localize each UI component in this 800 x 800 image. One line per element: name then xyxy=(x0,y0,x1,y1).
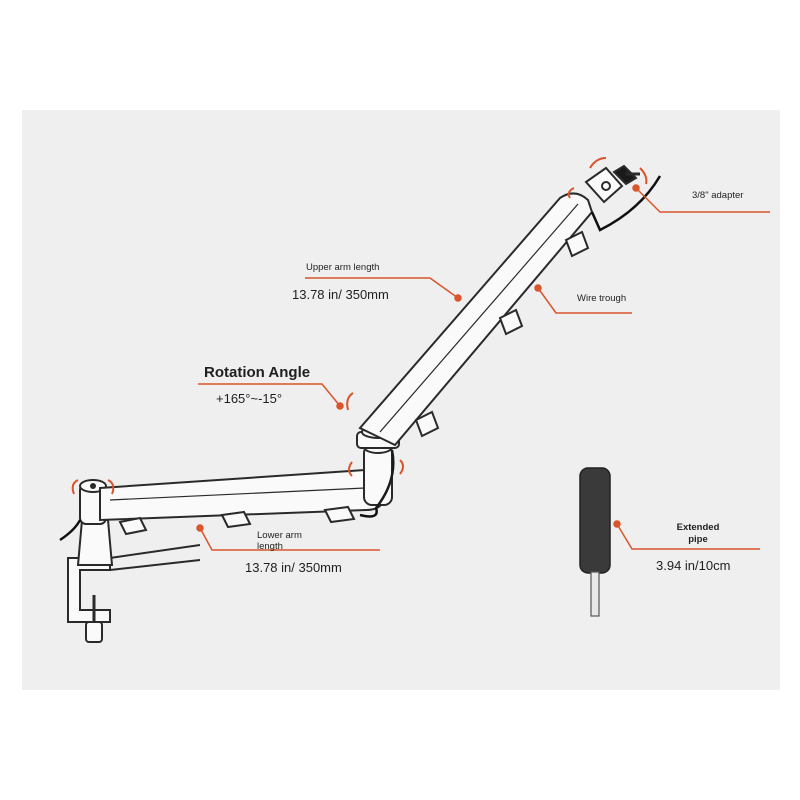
leader-dot-icon xyxy=(196,524,204,532)
extended-pipe-title-line2: pipe xyxy=(688,534,708,545)
extended-pipe xyxy=(579,467,611,617)
desk-clamp xyxy=(67,544,201,643)
leader-dot-icon xyxy=(613,520,621,528)
adapter-head xyxy=(584,164,640,204)
lower-arm-title-line1: Lower arm xyxy=(257,530,302,541)
wire-trough-label: Wire trough xyxy=(577,293,627,304)
rotation-arrow-icon xyxy=(71,479,79,495)
rotation-angle-value: +165°~-15° xyxy=(216,391,283,406)
adapter-label: 3/8" adapter xyxy=(692,190,744,201)
cable xyxy=(59,175,662,542)
leader-dot-icon xyxy=(534,284,542,292)
rotation-arrows xyxy=(71,157,648,495)
lower-arm xyxy=(99,468,386,536)
rotation-arrow-icon xyxy=(589,157,607,169)
leader-dot-icon xyxy=(336,402,344,410)
extended-pipe-value: 3.94 in/10cm xyxy=(656,558,731,573)
rotation-arrow-icon xyxy=(567,187,575,199)
lower-arm-value: 13.78 in/ 350mm xyxy=(245,560,342,575)
rotation-arrow-icon xyxy=(639,167,648,185)
rotation-arrow-icon xyxy=(399,459,404,475)
upper-arm-value: 13.78 in/ 350mm xyxy=(292,287,389,302)
leader-dot-icon xyxy=(454,294,462,302)
rotation-arrow-icon xyxy=(348,461,353,477)
rotation-arrow-icon xyxy=(107,479,115,495)
rotation-arrow-icon xyxy=(346,392,354,411)
lower-arm-title-line2: length xyxy=(257,541,283,552)
leader-dot-icon xyxy=(632,184,640,192)
upper-arm xyxy=(358,192,594,447)
leader-lines xyxy=(196,184,770,551)
upper-arm-title: Upper arm length xyxy=(306,262,380,273)
rotation-angle-title: Rotation Angle xyxy=(204,364,311,381)
extended-pipe-title-line1: Extended xyxy=(676,522,720,533)
